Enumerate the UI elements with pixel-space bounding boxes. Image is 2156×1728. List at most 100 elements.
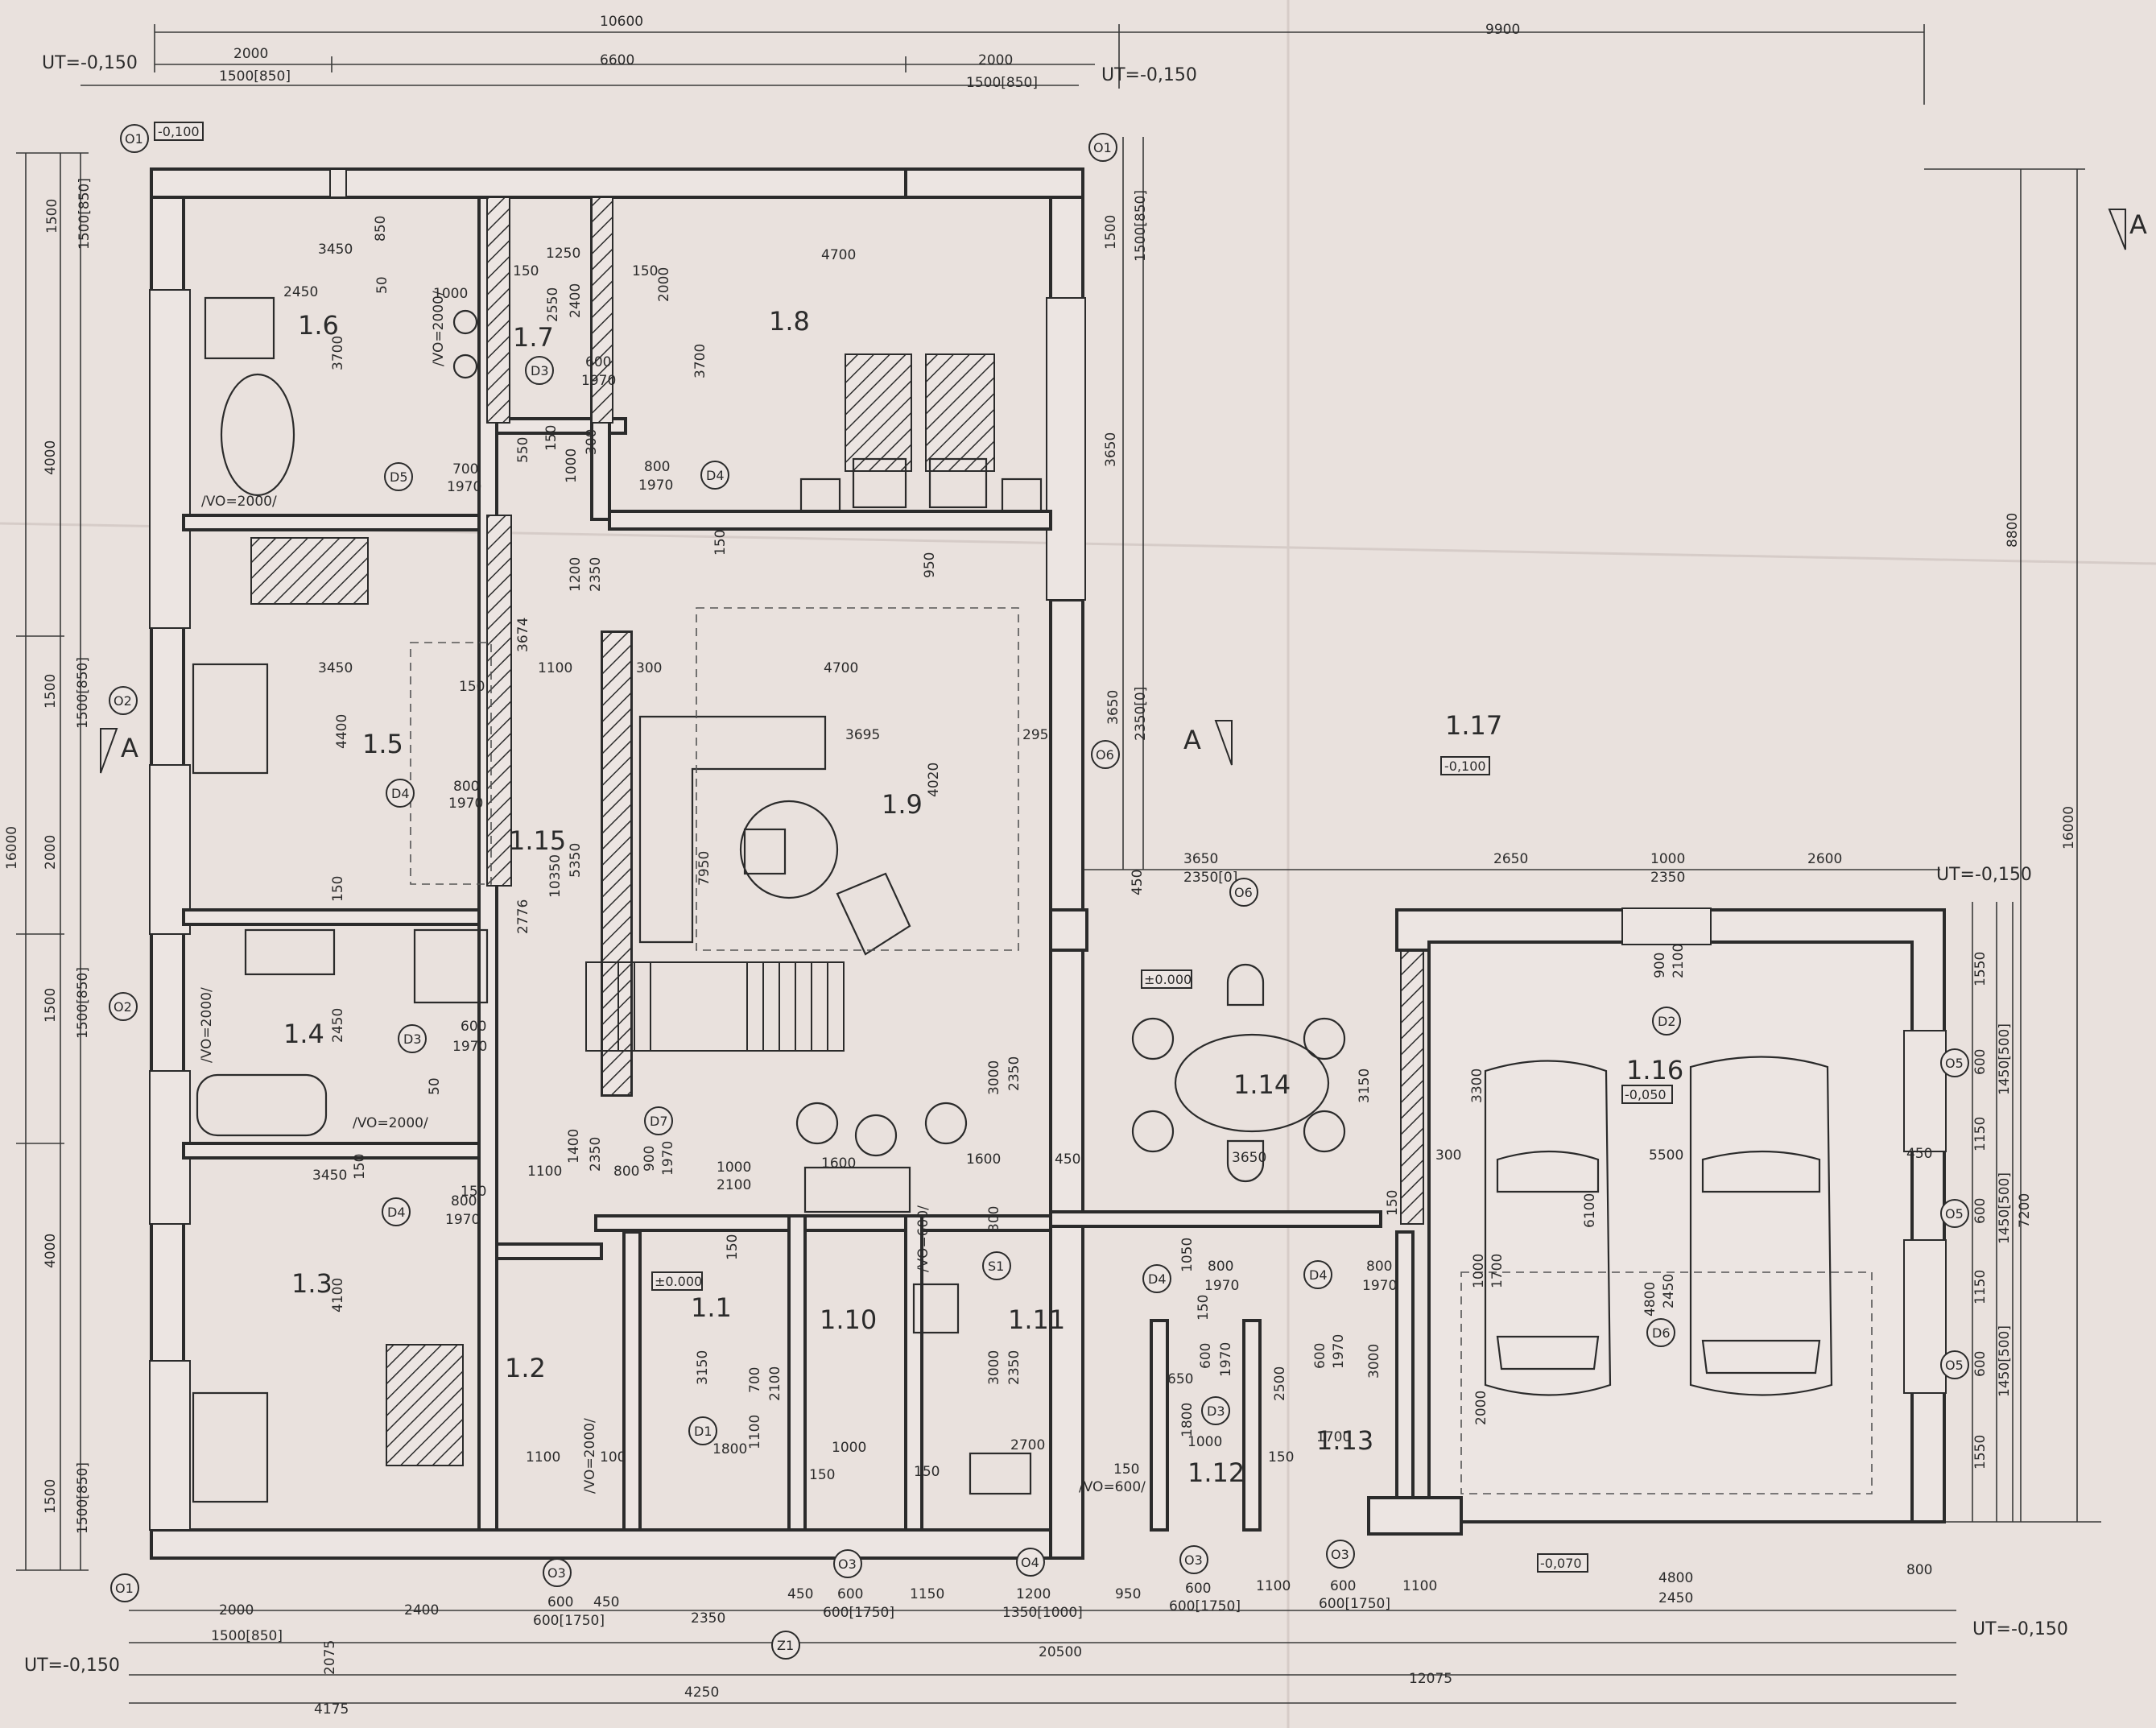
tag-o5: O5 [1945, 1358, 1964, 1373]
idim: 900 [642, 1146, 658, 1172]
idim: 3150 [695, 1350, 711, 1385]
staircase [585, 961, 845, 1052]
dim-b-1100b: 1100 [1402, 1578, 1437, 1594]
dim-left-1500d: 1500 [43, 1479, 59, 1514]
idim: 2450 [1661, 1274, 1677, 1308]
dashed-guides [410, 607, 1873, 1494]
tag-o1: O1 [115, 1581, 134, 1596]
dim-gr-1450c: 1450[500] [1997, 1325, 2013, 1397]
ut-top-left: UT=-0,150 [42, 53, 138, 73]
idim: 1100 [527, 1164, 562, 1180]
idim: 150 [352, 1154, 368, 1180]
dim-r-2350: 2350[0] [1133, 687, 1149, 741]
level-drive: -0,070 [1540, 1556, 1582, 1571]
element-tags: O1 O1 O1 O2 O2 O3 O3 O3 O3 O4 O5 O5 O5 O… [109, 124, 1969, 1660]
dim-b-800: 800 [1906, 1562, 1932, 1578]
dim-gr-600c: 600 [1972, 1351, 1989, 1377]
dim-b-1500: 1500[850] [211, 1628, 283, 1644]
room-1-9: 1.9 [882, 789, 923, 820]
idim: 1000 [564, 449, 580, 483]
idim: 300 [636, 660, 662, 676]
left-dimensions: 1500 1500[850] 4000 1500 1500[850] 2000 … [4, 178, 93, 1534]
idim: 550 [515, 437, 531, 463]
dim-b-12075: 12075 [1409, 1671, 1452, 1687]
tag-d4: D4 [706, 468, 725, 483]
idim: 4800 [1642, 1282, 1658, 1317]
idim: 100 [600, 1449, 626, 1465]
tag-o3: O3 [547, 1565, 566, 1581]
idim: 2350 [588, 557, 604, 592]
idim: 3674 [515, 618, 531, 652]
dim-b-600d2: 600[1750] [1319, 1596, 1390, 1612]
idim: 1000 [832, 1440, 866, 1456]
dim-b-600c: 600 [1185, 1581, 1211, 1597]
room-1-11: 1.11 [1008, 1304, 1065, 1335]
tag-o2: O2 [114, 693, 132, 709]
idim: 1600 [966, 1151, 1001, 1168]
dim-gr-600a: 600 [1972, 1049, 1989, 1075]
idim: 150 [330, 876, 346, 902]
dim-left-1500a2: 1500[850] [76, 178, 93, 250]
dim-left-1500b: 1500 [43, 674, 59, 709]
tag-d4: D4 [391, 786, 410, 801]
idim: 1000 [1187, 1434, 1222, 1450]
idim: 150 [513, 263, 539, 279]
idim: 1000 [1471, 1254, 1487, 1288]
level-terrace: -0,100 [1444, 759, 1486, 774]
idim: 3300 [1469, 1069, 1485, 1103]
tag-o4: O4 [1021, 1555, 1039, 1570]
dim-b-2400: 2400 [404, 1602, 439, 1618]
dim-b-600d: 600 [1330, 1578, 1356, 1594]
idim: 7950 [696, 851, 712, 886]
idim: 600 [1198, 1343, 1214, 1369]
idim: 1050 [1179, 1238, 1196, 1272]
dim-b-600a2: 600[1750] [533, 1613, 605, 1629]
idim: 1100 [747, 1415, 763, 1449]
dim-b-1150: 1150 [910, 1586, 944, 1602]
idim: 150 [1113, 1461, 1139, 1478]
tag-o1: O1 [125, 131, 143, 147]
dim-left-4000a: 4000 [43, 440, 59, 475]
idim: 1100 [538, 660, 572, 676]
dim-b-600c2: 600[1750] [1169, 1598, 1241, 1614]
idim: 2100 [1671, 944, 1687, 978]
idim: 4020 [926, 763, 942, 797]
dim-b-600b2: 600[1750] [823, 1605, 894, 1621]
tag-s1: S1 [988, 1259, 1004, 1274]
dim-b-20500: 20500 [1039, 1644, 1082, 1660]
idim: 300 [986, 1206, 1002, 1232]
idim: 1250 [546, 246, 580, 262]
top-dimensions: 10600 9900 2000 1500[850] 6600 2000 1500… [219, 14, 1520, 91]
idim: 10350 [547, 854, 564, 898]
idim: 150 [725, 1234, 741, 1260]
tag-o5: O5 [1945, 1206, 1964, 1222]
dim-b-4800: 4800 [1658, 1570, 1693, 1586]
ut-top-mid: UT=-0,150 [1101, 65, 1197, 85]
dim-left-4000b: 4000 [43, 1234, 59, 1268]
idim: 3450 [312, 1168, 347, 1184]
idim: 150 [632, 263, 658, 279]
idim: 450 [1055, 1151, 1080, 1168]
dim-b-1350: 1350[1000] [1002, 1605, 1083, 1621]
idim: 150 [1268, 1449, 1294, 1465]
dim-b-2450: 2450 [1658, 1590, 1693, 1606]
idim: 5350 [568, 843, 584, 878]
tag-d7: D7 [650, 1114, 668, 1129]
tag-d2: D2 [1658, 1014, 1676, 1029]
garage-dimensions: 3650 2350[0] 2650 1000 2350 2600 1550 60… [1183, 851, 2033, 1470]
tag-o1: O1 [1093, 140, 1112, 155]
idim: 1000 [433, 286, 468, 302]
idim: 450 [1130, 870, 1146, 895]
idim: 600 [461, 1019, 486, 1035]
tag-d4: D4 [387, 1205, 406, 1220]
idim: 3700 [330, 336, 346, 370]
idim: 600 [585, 354, 611, 370]
idim: 1700 [1316, 1429, 1351, 1445]
idim: 3000 [986, 1350, 1002, 1385]
room-1-13: 1.13 [1316, 1425, 1373, 1456]
idim: /VO=600/ [915, 1205, 931, 1272]
idim: 1970 [1218, 1342, 1234, 1377]
dim-gr-1150b: 1150 [1972, 1270, 1989, 1304]
idim: 3000 [986, 1060, 1002, 1095]
idim: 850 [373, 216, 389, 242]
